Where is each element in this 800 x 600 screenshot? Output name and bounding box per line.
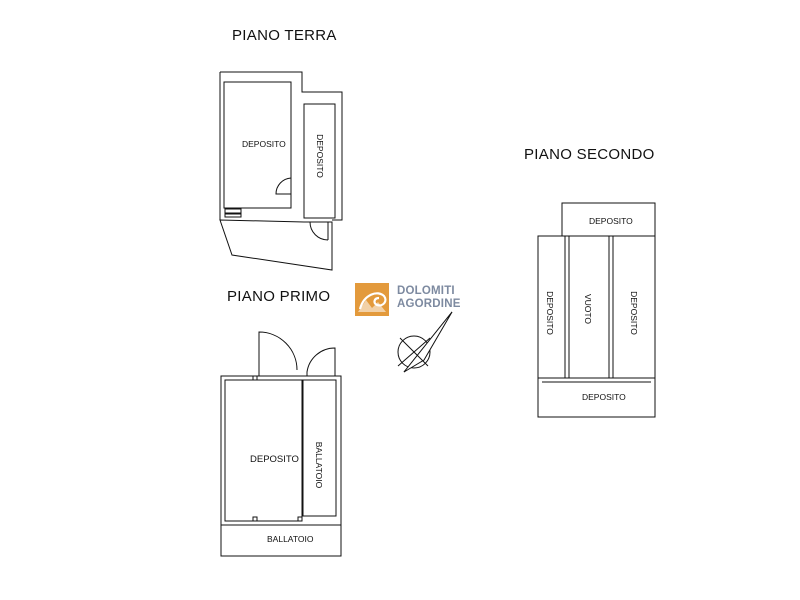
north-arrow-icon	[397, 312, 452, 372]
piano-secondo-title: PIANO SECONDO	[524, 146, 655, 163]
piano-secondo-deposito-top-label: DEPOSITO	[589, 216, 633, 226]
north-arrow-needle-outline	[404, 312, 452, 372]
piano-primo-wall-tick-3	[253, 376, 257, 380]
piano-primo-title: PIANO PRIMO	[227, 288, 331, 305]
piano-terra-lower-area	[220, 220, 332, 270]
piano-terra-side-deposito-label: DEPOSITO	[315, 134, 325, 178]
piano-terra-deposito-room	[224, 82, 291, 208]
piano-terra-title: PIANO TERRA	[232, 27, 337, 44]
piano-secondo-deposito-left-label: DEPOSITO	[545, 291, 555, 335]
piano-secondo-deposito-bottom-room	[538, 378, 655, 417]
piano-terra-door-swing-2	[310, 222, 328, 240]
logo-mark-swirl-icon	[360, 293, 385, 309]
north-arrow-cross-2	[398, 338, 430, 366]
logo-text-line2: AGORDINE	[397, 298, 461, 310]
piano-primo-door-swing-right	[307, 348, 335, 376]
piano-terra-plan	[220, 72, 342, 270]
dolomiti-agordine-logo-mark	[355, 283, 389, 316]
piano-secondo-plan	[538, 203, 655, 417]
piano-secondo-deposito-bottom-label: DEPOSITO	[582, 392, 626, 402]
logo-mark-peak-icon	[358, 300, 386, 312]
piano-terra-step	[225, 209, 241, 213]
north-arrow-circle	[397, 335, 431, 369]
piano-terra-side-deposito-room	[304, 104, 335, 218]
piano-terra-outer-wall	[220, 72, 342, 220]
piano-primo-ballatoio-bottom-label: BALLATOIO	[267, 534, 314, 544]
piano-terra-step-2	[225, 214, 241, 217]
piano-primo-ballatoio-side	[303, 380, 336, 516]
piano-primo-outer-wall	[221, 376, 341, 556]
piano-primo-deposito-room	[225, 380, 302, 521]
piano-secondo-vuoto-label: VUOTO	[583, 293, 593, 325]
piano-terra-deposito-label: DEPOSITO	[242, 139, 286, 149]
piano-primo-deposito-label: DEPOSITO	[250, 454, 299, 465]
piano-primo-wall-tick	[253, 517, 257, 521]
piano-primo-door-swing-left	[259, 332, 297, 376]
piano-primo-plan	[221, 332, 341, 556]
piano-terra-door-swing	[276, 178, 291, 194]
piano-secondo-deposito-right-label: DEPOSITO	[629, 291, 639, 335]
piano-primo-wall-tick-2	[298, 517, 302, 521]
piano-primo-ballatoio-side-label: BALLATOIO	[314, 441, 324, 489]
logo-text-line1: DOLOMITI	[397, 285, 455, 297]
